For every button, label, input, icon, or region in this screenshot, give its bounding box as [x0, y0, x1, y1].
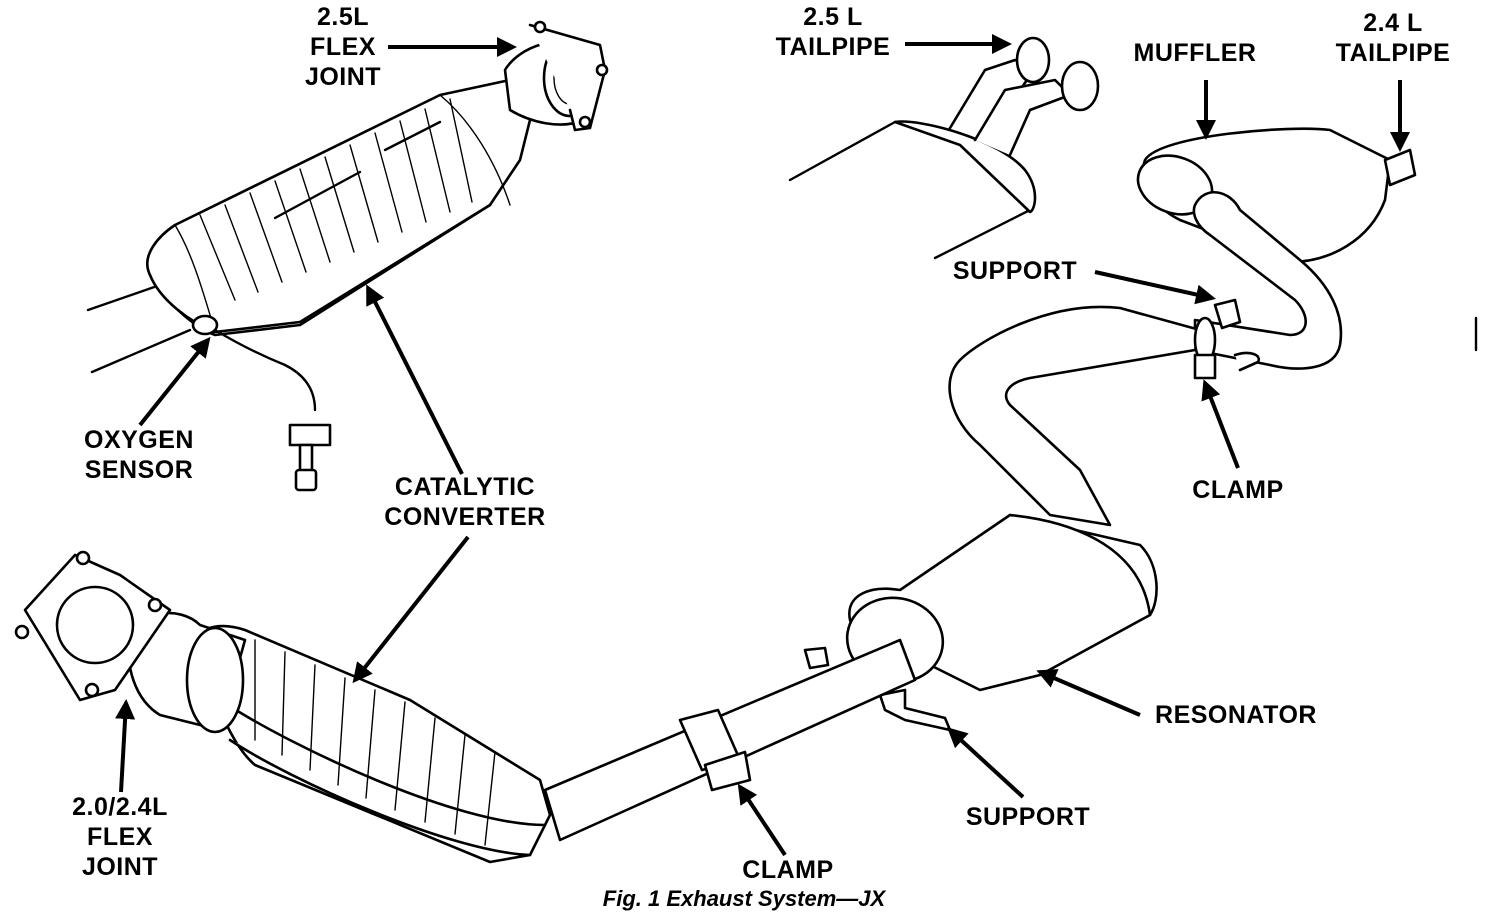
- label-oxygen-sensor: OXYGEN SENSOR: [84, 426, 194, 484]
- arrow-resonator: [1036, 669, 1141, 717]
- figure-caption: Fig. 1 Exhaust System—JX: [602, 886, 886, 911]
- resonator-drawing: [803, 298, 1261, 732]
- label-muffler: MUFFLER: [1133, 39, 1257, 67]
- upper-tailpipe-drawing: [788, 36, 1100, 260]
- label-catalytic-converter: CATALYTIC CONVERTER: [384, 473, 546, 531]
- label-25l-flex-joint: 2.5L FLEX JOINT: [304, 3, 382, 91]
- arrow-support-lower: [947, 727, 1025, 799]
- arrow-clamp-lower: [737, 783, 787, 857]
- label-24l-tailpipe: 2.4 L TAILPIPE: [1335, 9, 1451, 67]
- label-clamp-lower: CLAMP: [742, 856, 834, 884]
- arrow-flex-joint-2024: [115, 699, 136, 793]
- upper-catalytic-converter-drawing: [86, 20, 609, 492]
- arrow-catalytic-upper: [366, 284, 464, 475]
- label-support-lower: SUPPORT: [965, 803, 1091, 831]
- arrow-support-upper: [1094, 270, 1216, 305]
- arrow-oxygen-sensor: [138, 336, 211, 427]
- label-resonator: RESONATOR: [1155, 701, 1317, 729]
- label-support-upper: SUPPORT: [952, 257, 1078, 285]
- label-20-24l-flex-joint: 2.0/2.4L FLEX JOINT: [72, 793, 168, 881]
- muffler-drawing: [1136, 127, 1417, 370]
- lower-catalytic-converter-drawing: [14, 550, 917, 864]
- label-clamp-upper: CLAMP: [1192, 476, 1284, 504]
- arrow-clamp-upper: [1201, 379, 1240, 469]
- label-25l-tailpipe: 2.5 L TAILPIPE: [775, 3, 891, 61]
- arrow-catalytic-lower: [352, 535, 470, 684]
